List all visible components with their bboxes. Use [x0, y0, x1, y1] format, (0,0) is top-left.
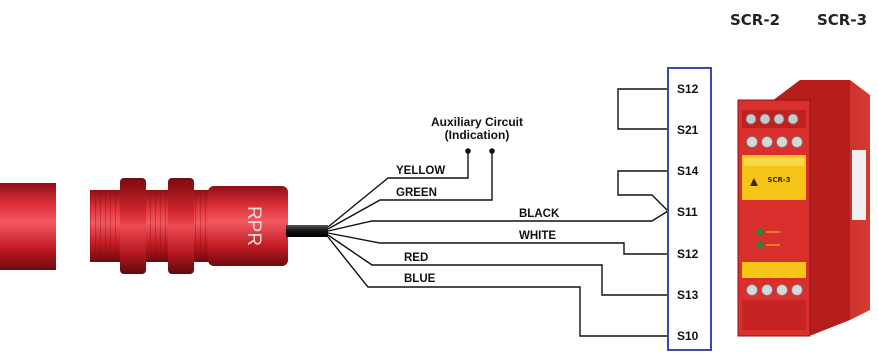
terminal-s11: S11 [677, 205, 698, 219]
wire-label-green: GREEN [396, 187, 437, 199]
header-scr-3: SCR-3 [817, 11, 867, 29]
aux-circuit-title: Auxiliary Circuit [431, 115, 523, 129]
jumper-s12-s21 [617, 88, 668, 130]
wire-label-white: WHITE [519, 230, 556, 242]
sensor-body: RPR [90, 178, 288, 274]
wire-group [327, 88, 669, 337]
wire-green [327, 152, 493, 230]
terminal-s12-bottom: S12 [677, 247, 699, 261]
wire-label-black: BLACK [519, 208, 560, 220]
wire-red [327, 234, 668, 296]
wire-blue [327, 236, 668, 337]
relay-module: SCR-3 [737, 80, 870, 337]
wire-label-yellow: YELLOW [396, 165, 445, 177]
header-scr-2: SCR-2 [730, 11, 780, 29]
sensor-actuator [0, 183, 56, 270]
aux-circuit-subtitle: (Indication) [445, 128, 510, 142]
relay-label: SCR-3 [767, 176, 790, 184]
terminal-block: S12 S21 S14 S11 S12 S13 S10 [667, 67, 712, 351]
terminal-s12-top: S12 [677, 82, 699, 96]
wire-white [327, 232, 668, 255]
terminal-s14: S14 [677, 164, 699, 178]
wire-yellow [327, 152, 469, 228]
sensor-cable [286, 225, 328, 237]
aux-contact-2 [489, 148, 495, 154]
sensor-label: RPR [243, 206, 264, 246]
aux-contact-1 [465, 148, 471, 154]
terminal-s21: S21 [677, 123, 699, 137]
wire-label-blue: BLUE [404, 273, 436, 285]
terminal-s10: S10 [677, 329, 699, 343]
wire-black [327, 210, 669, 232]
jumper-s14-s11 [617, 170, 669, 212]
wire-label-red: RED [404, 252, 428, 264]
terminal-s13: S13 [677, 288, 699, 302]
